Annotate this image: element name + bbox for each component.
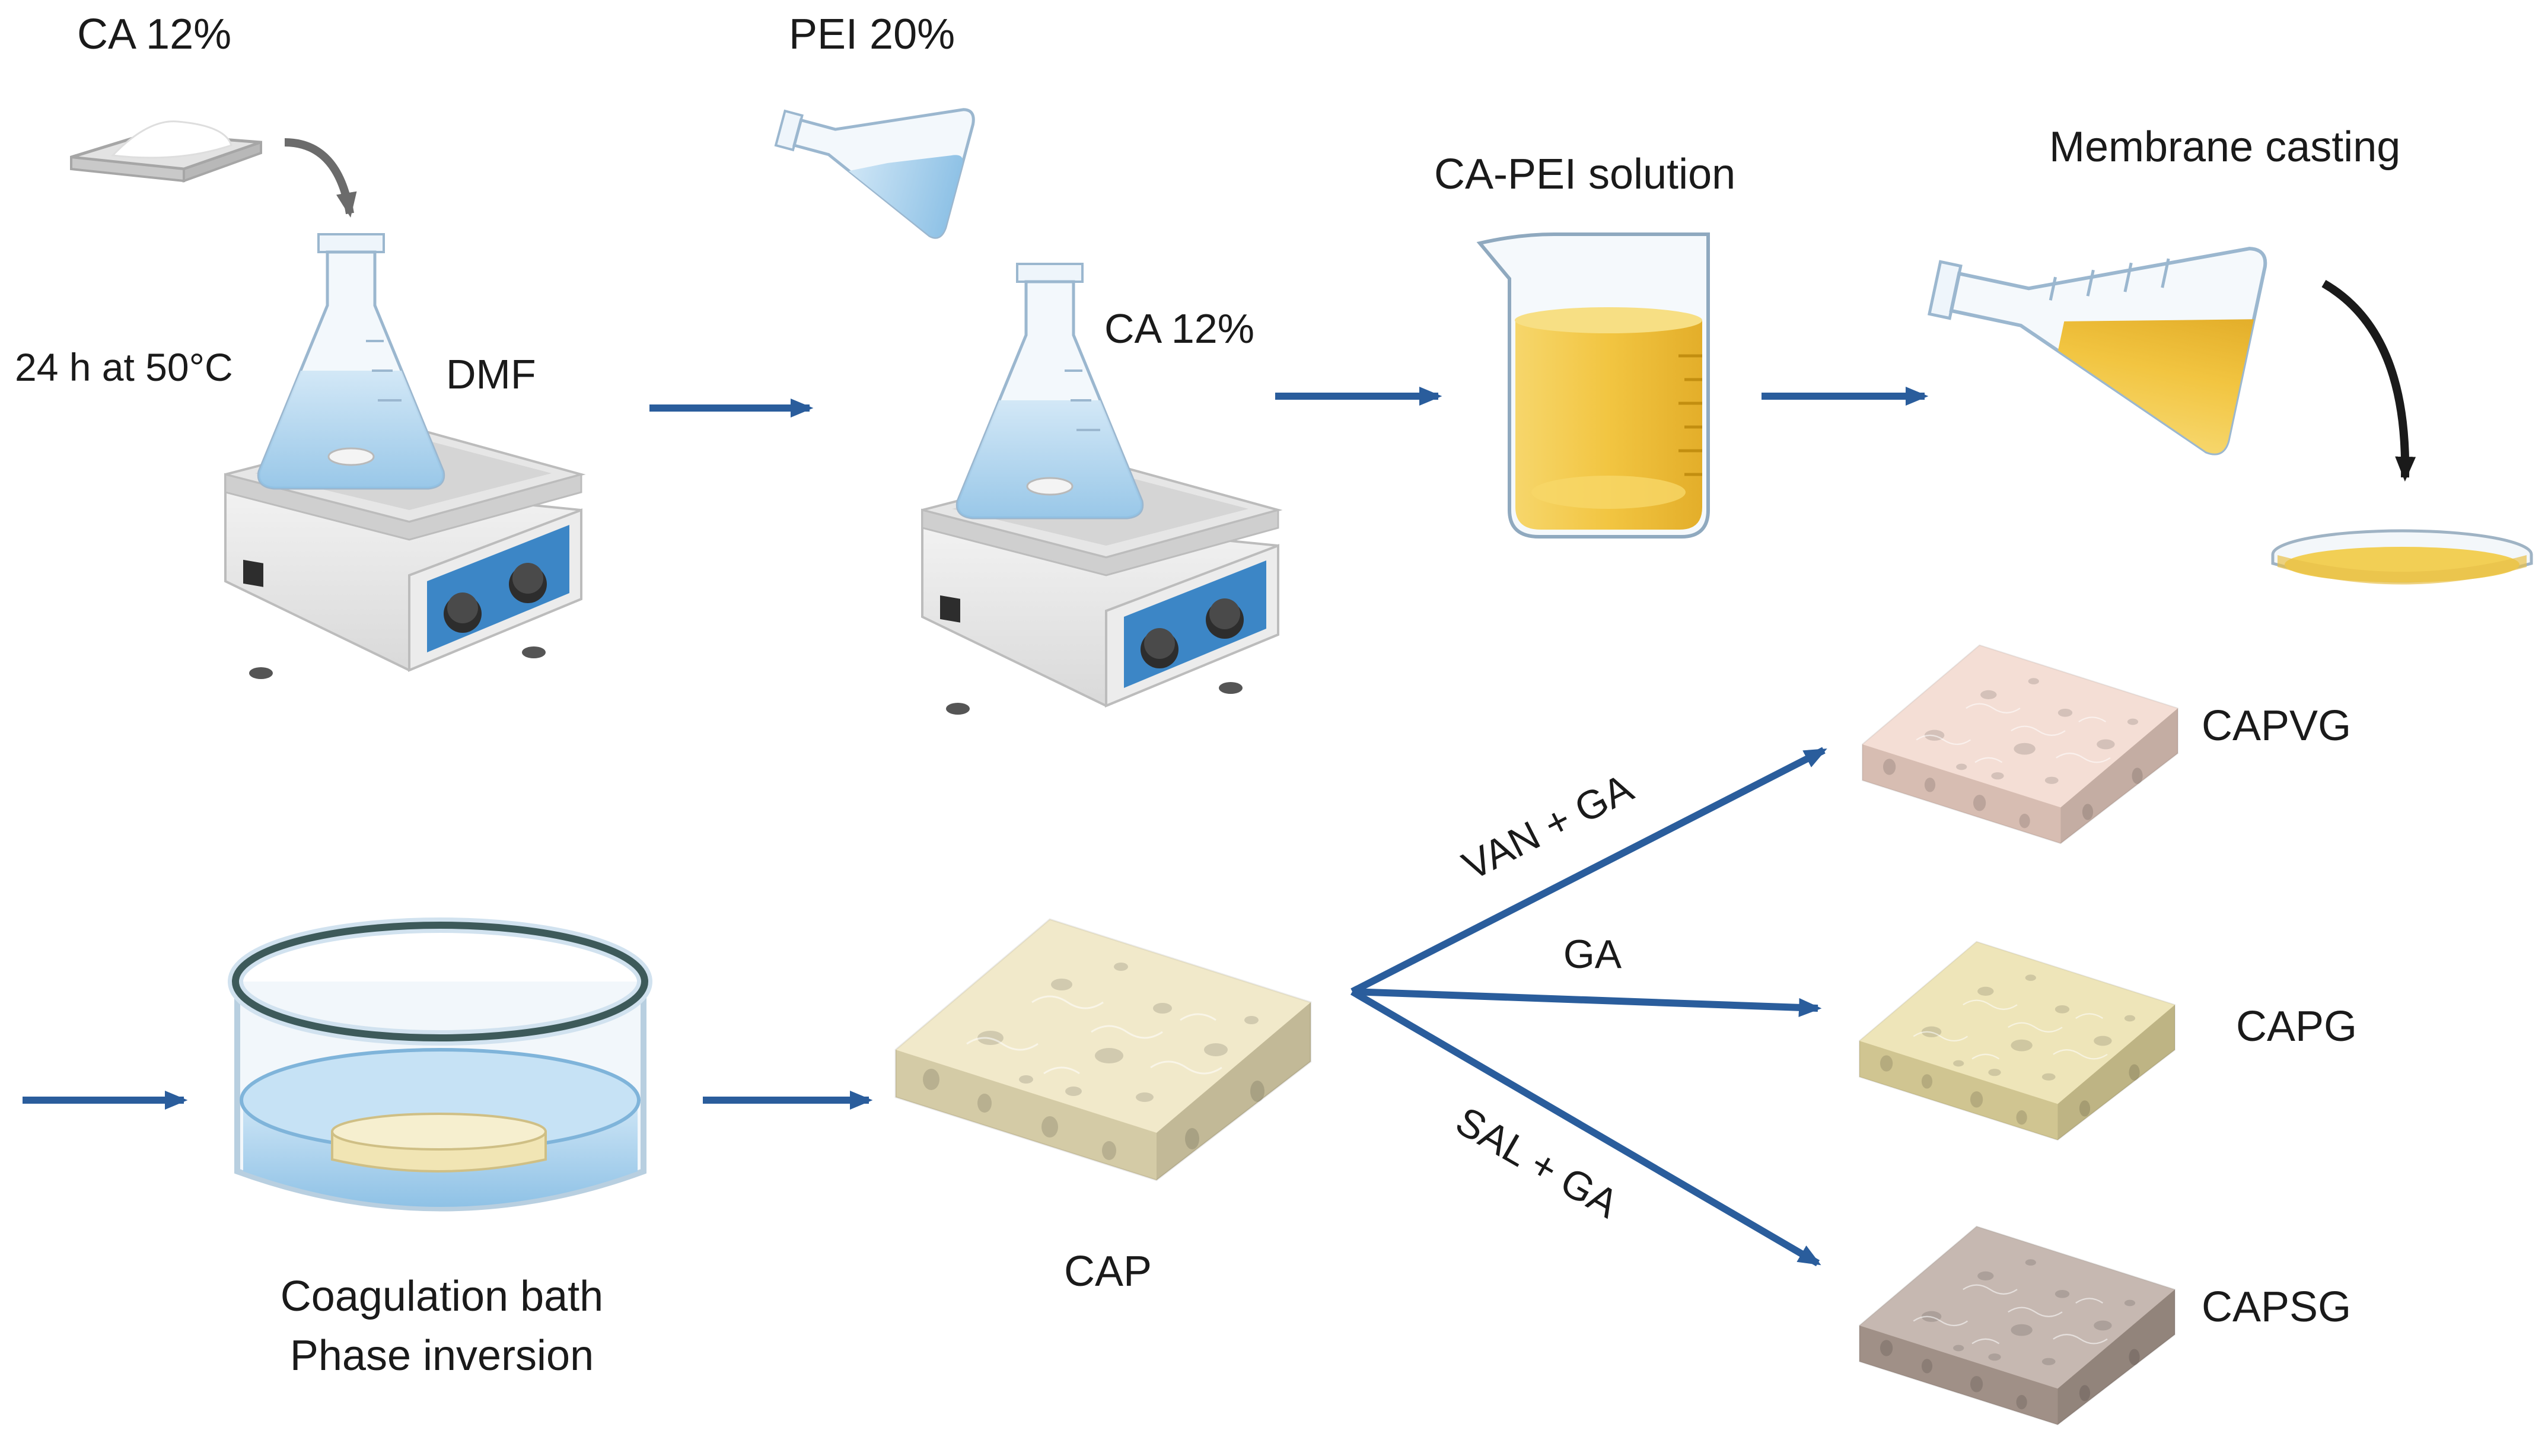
capg-label: CAPG bbox=[2236, 1003, 2357, 1050]
branch-arrow-ga bbox=[1352, 988, 1822, 1017]
beaker-icon bbox=[1476, 232, 1710, 539]
route-van-label: VAN + GA bbox=[1455, 765, 1641, 889]
coagulation-bath-icon bbox=[228, 917, 652, 1212]
bath-label-line1: Coagulation bath bbox=[281, 1273, 603, 1320]
solution-label: CA-PEI solution bbox=[1434, 151, 1735, 198]
membrane-capsg-icon bbox=[1858, 1225, 2176, 1426]
route-ga-label: GA bbox=[1563, 932, 1622, 977]
membrane-capvg-icon bbox=[1861, 644, 2179, 845]
branch-arrow-van bbox=[1350, 747, 1827, 995]
casting-arrow bbox=[2321, 279, 2416, 482]
powder-tray-icon bbox=[70, 120, 262, 183]
capvg-label: CAPVG bbox=[2202, 702, 2351, 750]
pei-label: PEI 20% bbox=[789, 11, 955, 58]
capsg-label: CAPSG bbox=[2202, 1283, 2351, 1331]
bath-label-line2: Phase inversion bbox=[290, 1332, 594, 1379]
cap-label: CAP bbox=[1064, 1248, 1152, 1295]
membrane-capg-icon bbox=[1858, 941, 2176, 1141]
flask-icon bbox=[259, 234, 443, 488]
route-sal-label: SAL + GA bbox=[1448, 1098, 1626, 1227]
casting-label: Membrane casting bbox=[2049, 123, 2400, 171]
branch-arrow-sal bbox=[1350, 988, 1821, 1267]
ca-mix-label: CA 12% bbox=[1104, 305, 1254, 352]
pei-flask-icon bbox=[774, 108, 975, 239]
flask-icon bbox=[957, 264, 1142, 518]
casting-flask-icon bbox=[1927, 247, 2267, 455]
conditions-label: 24 h at 50°C bbox=[15, 345, 233, 389]
petri-dish-icon bbox=[2271, 529, 2533, 585]
dmf-label: DMF bbox=[446, 351, 536, 397]
ca-powder-label: CA 12% bbox=[77, 11, 231, 58]
membrane-cap-icon bbox=[894, 918, 1312, 1181]
pour-arrow bbox=[284, 138, 357, 218]
